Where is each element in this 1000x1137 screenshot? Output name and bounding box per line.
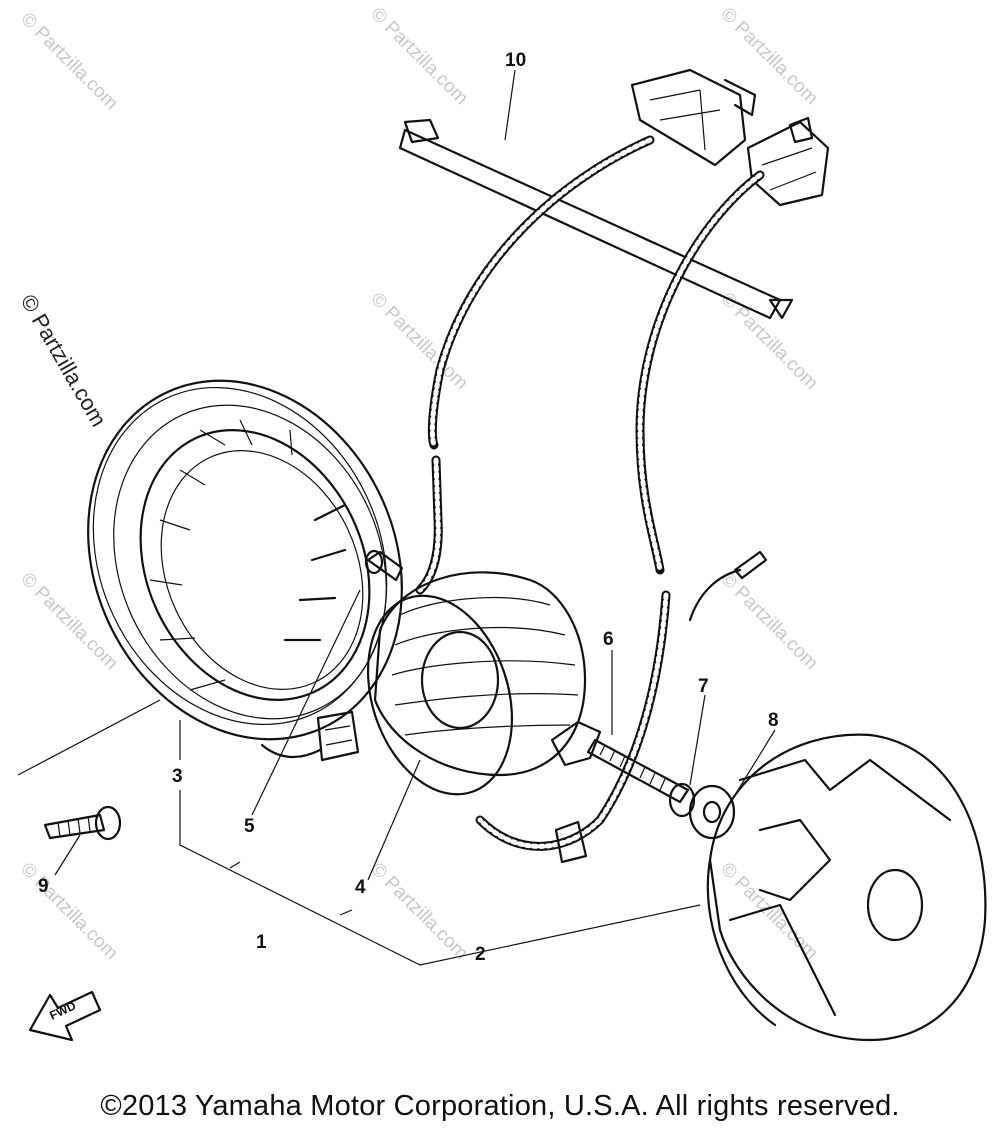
- watermark: © Partzilla.com: [716, 4, 821, 109]
- part-label-9: 9: [38, 876, 49, 897]
- plain-washer: [688, 784, 736, 840]
- parts-diagram: © Partzilla.com © Partzilla.com © Partzi…: [16, 4, 987, 1042]
- watermark: © Partzilla.com: [716, 289, 821, 394]
- rotor-bolt: [550, 720, 690, 804]
- part-label-4: 4: [355, 877, 366, 898]
- coupler-left: [630, 68, 757, 167]
- coupler-right: [746, 116, 830, 207]
- watermark: © Partzilla.com: [16, 569, 121, 674]
- part-label-8: 8: [768, 710, 779, 731]
- watermark-group: © Partzilla.com © Partzilla.com © Partzi…: [16, 4, 822, 964]
- flywheel: [706, 733, 987, 1042]
- rotor: [366, 571, 587, 796]
- stator-coil: [87, 379, 403, 741]
- part-labels: 10 6 7 8 3 5 4 9 1 2: [38, 50, 779, 965]
- screw: [43, 805, 122, 841]
- spring-washer: [668, 782, 696, 818]
- watermark: © Partzilla.com: [16, 859, 121, 964]
- watermark: © Partzilla.com: [16, 9, 121, 114]
- wire-harness-strap: [398, 118, 794, 320]
- watermark: © Partzilla.com: [716, 569, 821, 674]
- coupler-small: [316, 710, 360, 762]
- watermark: © Partzilla.com: [716, 859, 821, 964]
- copyright-notice: ©2013 Yamaha Motor Corporation, U.S.A. A…: [100, 1090, 900, 1122]
- leader-lines: [17, 69, 776, 966]
- watermark-dark: © Partzilla.com: [16, 290, 112, 431]
- watermark: © Partzilla.com: [366, 859, 471, 964]
- part-label-6: 6: [603, 629, 614, 650]
- part-label-5: 5: [244, 816, 255, 837]
- part-label-7: 7: [698, 676, 709, 697]
- wire-bundle: [260, 135, 768, 851]
- part-label-3: 3: [172, 766, 183, 787]
- wire-grommet: [554, 820, 588, 864]
- part-label-10: 10: [505, 50, 526, 71]
- part-label-1: 1: [256, 932, 267, 953]
- fwd-arrow-icon: FWD: [28, 990, 102, 1042]
- stud: [364, 549, 404, 582]
- watermark: © Partzilla.com: [366, 4, 471, 109]
- fwd-label: FWD: [47, 998, 78, 1022]
- watermark: © Partzilla.com: [366, 289, 471, 394]
- part-label-2: 2: [475, 944, 486, 965]
